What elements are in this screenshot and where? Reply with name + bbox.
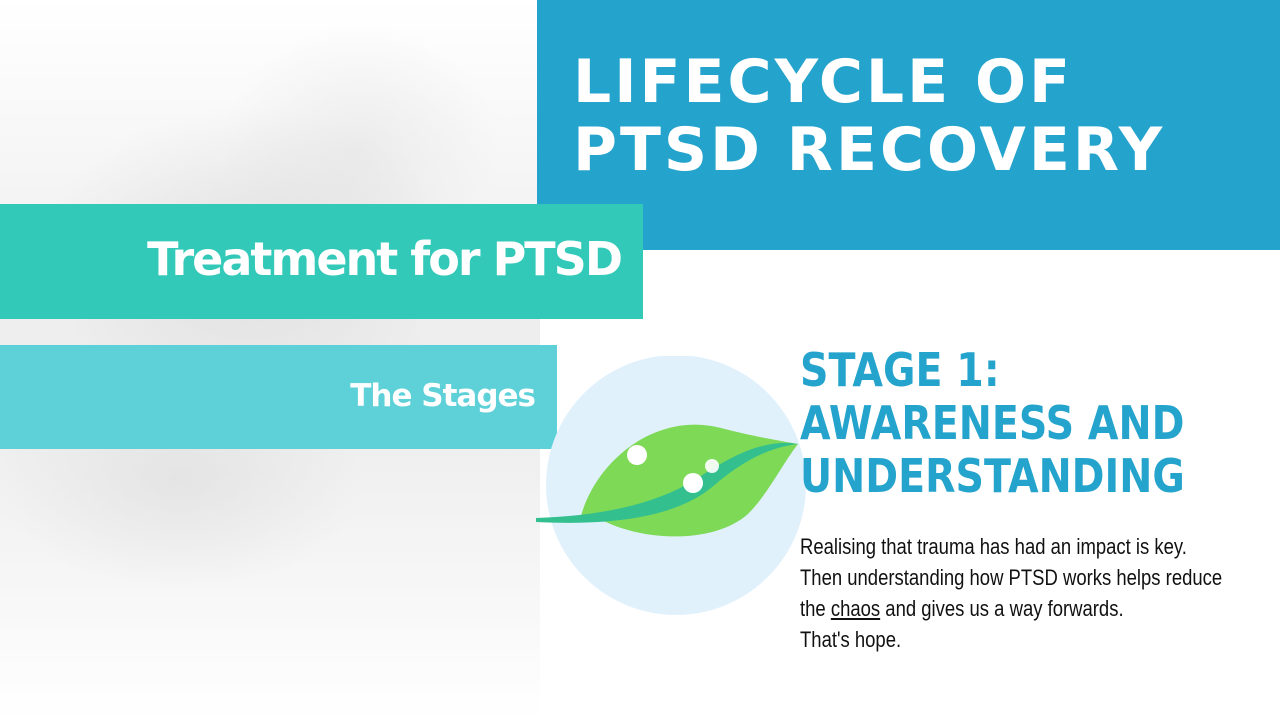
leaf-graphic <box>536 355 806 618</box>
leaf-dot <box>683 473 703 493</box>
page-title: LIFECYCLE OF PTSD RECOVERY <box>573 47 1166 185</box>
description-text: the <box>800 596 831 621</box>
stage-heading: STAGE 1: AWARENESS AND UNDERSTANDING <box>800 343 1185 503</box>
leaf-dot <box>705 459 719 473</box>
leaf-dot <box>627 445 647 465</box>
description-line: That's hope. <box>800 627 902 652</box>
treatment-banner: Treatment for PTSD <box>0 204 643 319</box>
description-text: and gives us a way forwards. <box>880 596 1124 621</box>
stages-banner: The Stages <box>0 345 557 449</box>
leaf-icon <box>536 355 806 615</box>
description-line: the chaos and gives us a way forwards. <box>800 593 1254 624</box>
title-box: LIFECYCLE OF PTSD RECOVERY <box>537 0 1280 250</box>
description-line: Realising that trauma has had an impact … <box>800 534 1187 559</box>
leaf-stem <box>536 442 798 523</box>
treatment-heading: Treatment for PTSD <box>147 232 623 286</box>
stages-subtitle: The Stages <box>350 378 536 414</box>
description-line: Then understanding how PTSD works helps … <box>800 565 1223 590</box>
chaos-underlined-word: chaos <box>830 596 881 621</box>
stage-description: Realising that trauma has had an impact … <box>800 531 1254 655</box>
